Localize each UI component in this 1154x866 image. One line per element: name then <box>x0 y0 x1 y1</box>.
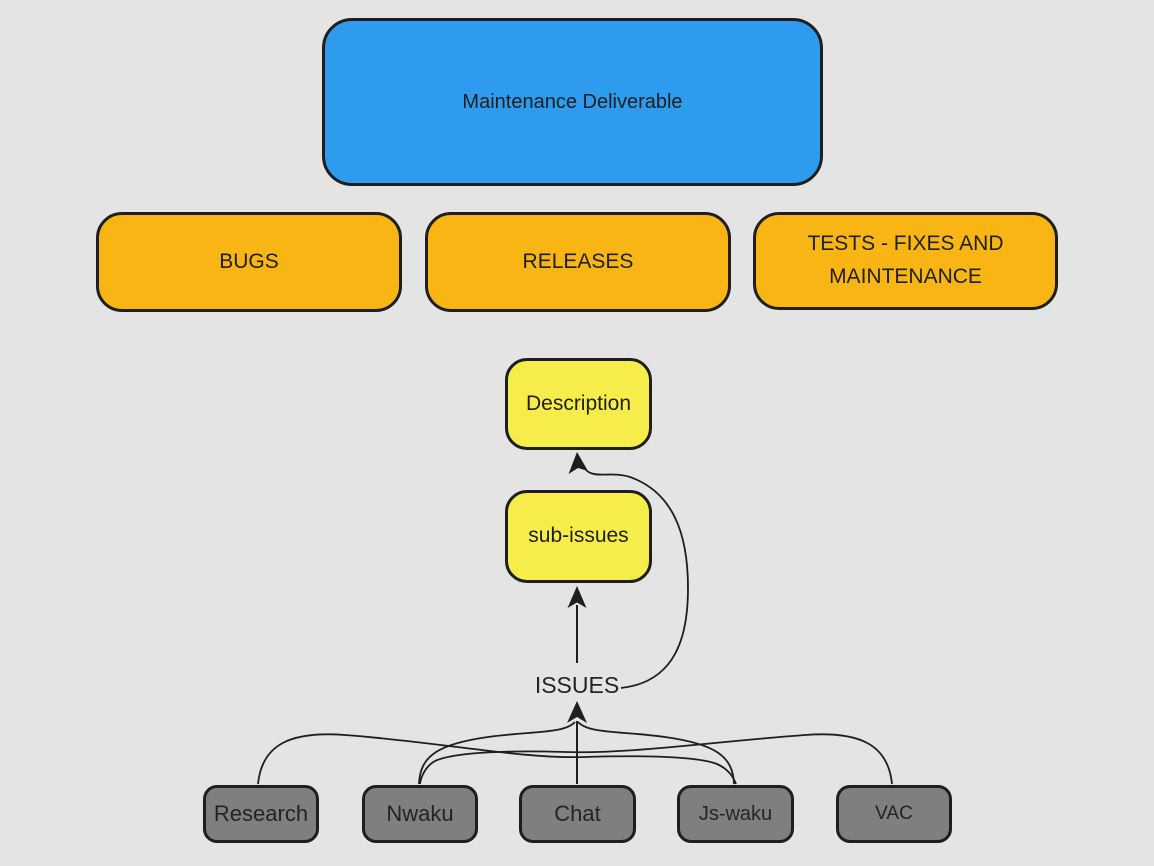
node-bugs-label: BUGS <box>219 249 279 273</box>
node-sub-issues[interactable]: sub-issues <box>505 490 652 583</box>
node-description[interactable]: Description <box>505 358 652 450</box>
node-nwaku-label: Nwaku <box>386 800 454 826</box>
edge-nwaku-to-issues <box>418 721 576 785</box>
node-releases-label: RELEASES <box>522 249 634 273</box>
arrowhead-subissues <box>567 586 587 608</box>
node-maintenance-deliverable[interactable]: Maintenance Deliverable <box>322 18 823 186</box>
node-js-waku-label: Js-waku <box>698 802 773 825</box>
arrowhead-issues <box>567 701 587 723</box>
edge-research-long <box>257 733 737 785</box>
node-chat-label: Chat <box>554 800 601 826</box>
node-issues[interactable]: ISSUES <box>517 669 637 703</box>
node-tests-fixes-maintenance[interactable]: TESTS - FIXES AND MAINTENANCE <box>753 212 1058 310</box>
node-sub-issues-label: sub-issues <box>528 524 629 548</box>
edge-vac-long <box>419 733 893 785</box>
node-bugs[interactable]: BUGS <box>96 212 402 312</box>
node-tests-fixes-maintenance-label: TESTS - FIXES AND MAINTENANCE <box>807 232 1004 288</box>
node-releases[interactable]: RELEASES <box>425 212 731 312</box>
node-nwaku[interactable]: Nwaku <box>362 785 478 843</box>
node-research[interactable]: Research <box>203 785 319 843</box>
node-issues-label: ISSUES <box>534 672 620 699</box>
edge-jswaku-to-issues <box>577 721 735 785</box>
node-vac-label: VAC <box>875 803 913 825</box>
node-chat[interactable]: Chat <box>519 785 636 843</box>
node-research-label: Research <box>213 800 309 826</box>
node-js-waku[interactable]: Js-waku <box>677 785 794 843</box>
node-maintenance-deliverable-label: Maintenance Deliverable <box>462 90 683 113</box>
node-description-label: Description <box>525 391 632 415</box>
arrowhead-description <box>568 452 588 474</box>
node-vac[interactable]: VAC <box>836 785 952 843</box>
